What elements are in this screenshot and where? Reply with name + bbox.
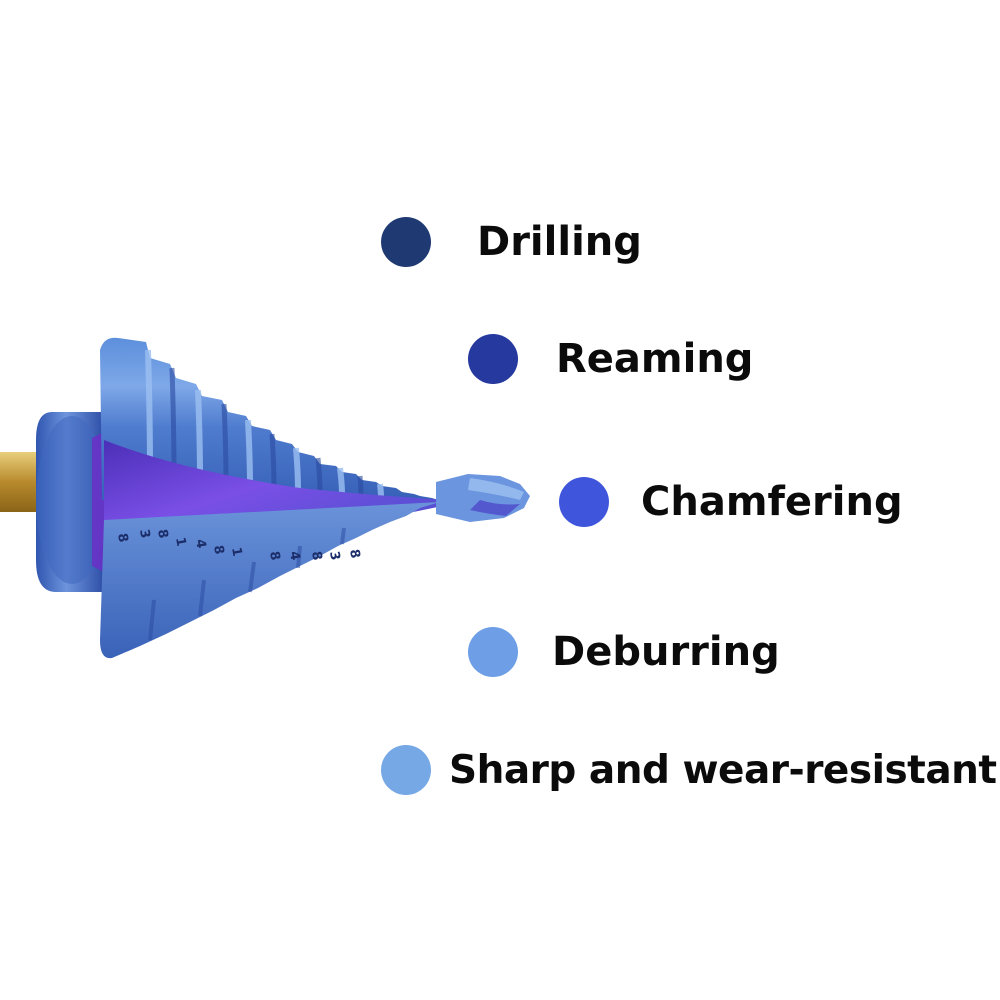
feature-item-drilling: Drilling: [381, 212, 642, 272]
svg-text:8: 8: [266, 550, 282, 562]
svg-text:8: 8: [114, 532, 130, 544]
bullet-dot-icon: [381, 217, 431, 267]
svg-text:3: 3: [136, 528, 152, 540]
svg-text:4: 4: [192, 538, 208, 550]
feature-item-chamfering: Chamfering: [559, 472, 903, 532]
svg-text:8: 8: [210, 544, 226, 556]
svg-text:8: 8: [308, 550, 324, 562]
feature-label: Chamfering: [641, 479, 903, 525]
bullet-dot-icon: [468, 334, 518, 384]
svg-text:4: 4: [286, 550, 302, 562]
feature-item-deburring: Deburring: [468, 622, 780, 682]
bullet-dot-icon: [468, 627, 518, 677]
svg-text:3: 3: [326, 550, 342, 562]
svg-text:1: 1: [228, 546, 244, 558]
feature-label: Drilling: [477, 219, 642, 265]
feature-label: Reaming: [556, 336, 754, 382]
feature-label: Sharp and wear-resistant: [449, 747, 997, 793]
feature-item-reaming: Reaming: [468, 329, 753, 389]
bullet-dot-icon: [559, 477, 609, 527]
svg-text:8: 8: [346, 548, 362, 560]
bullet-dot-icon: [381, 745, 431, 795]
svg-text:1: 1: [172, 536, 188, 548]
feature-item-sharp-and-wear-resistant: Sharp and wear-resistant: [381, 740, 997, 800]
feature-label: Deburring: [552, 629, 780, 675]
svg-text:8: 8: [154, 528, 170, 540]
